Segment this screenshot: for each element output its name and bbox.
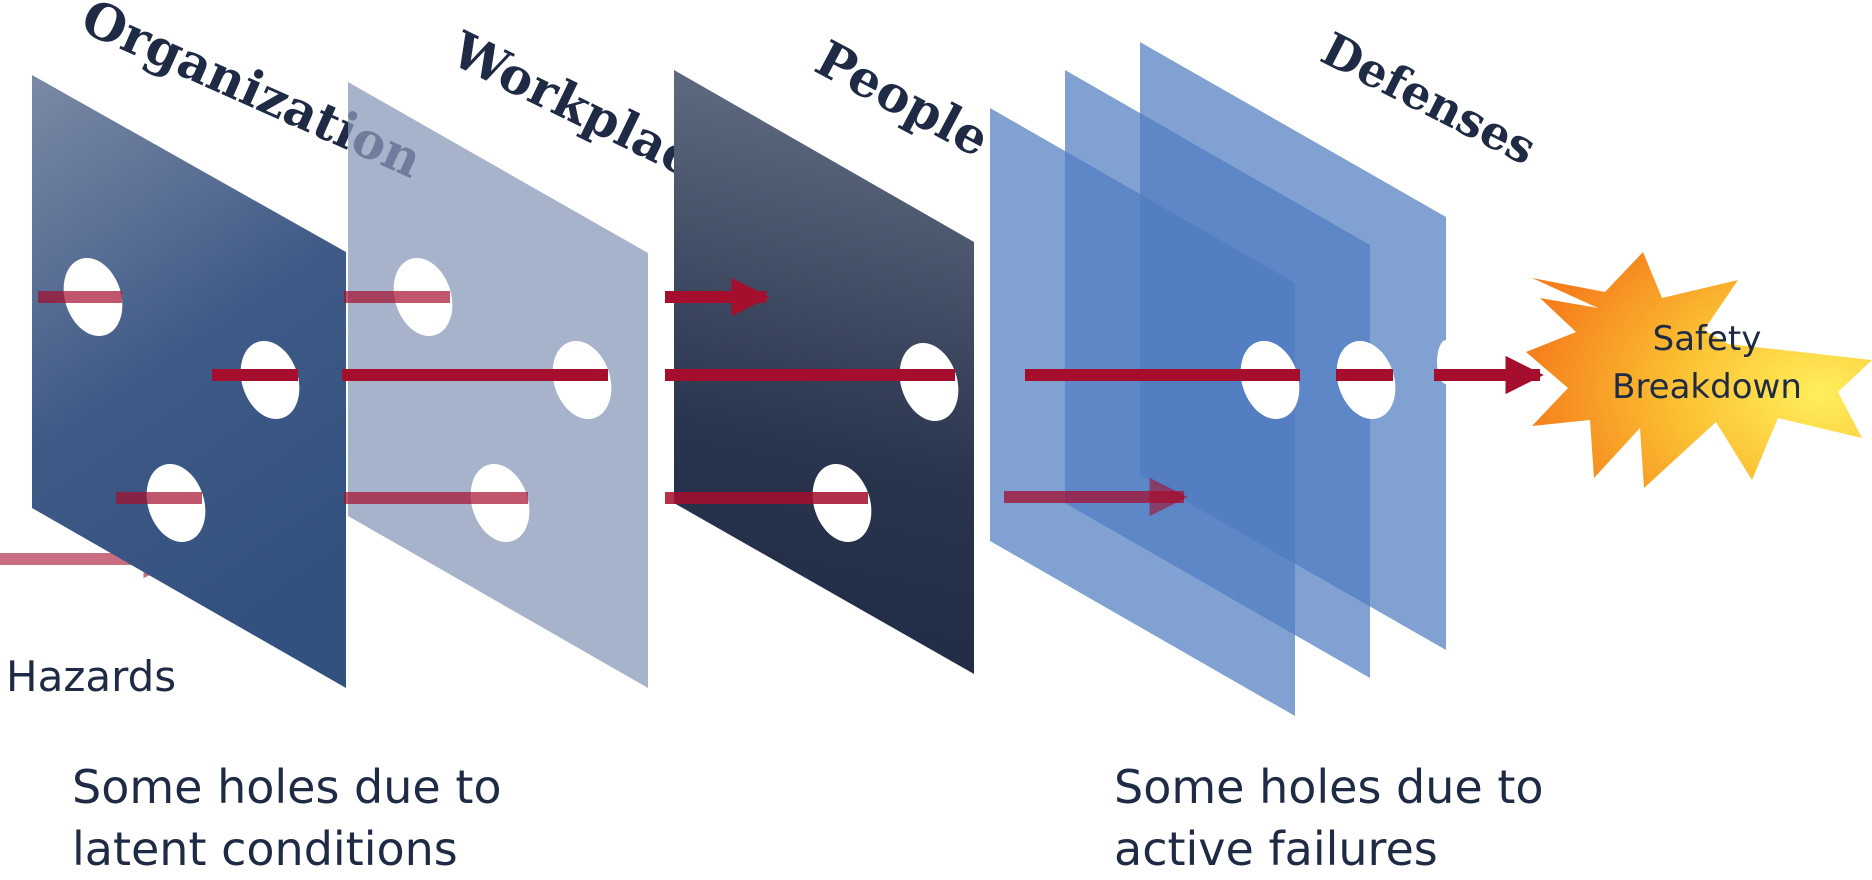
- defense-pane: [990, 108, 1295, 716]
- layer-title-people: People: [806, 29, 999, 169]
- slices-defenses: [990, 42, 1455, 716]
- active-caption-line2: active failures: [1114, 822, 1438, 876]
- safety-breakdown-label-line1: Safety: [1653, 319, 1762, 359]
- latent-caption-line1: Some holes due to: [72, 760, 502, 814]
- hole: [899, 342, 959, 422]
- latent-caption-line2: latent conditions: [72, 822, 458, 876]
- burst-shape: [1526, 252, 1872, 488]
- slice-workplace: [348, 82, 648, 688]
- safety-breakdown-burst: Safety Breakdown: [1526, 252, 1872, 488]
- slice-organization: [32, 75, 346, 688]
- hazards-label: Hazards: [6, 652, 177, 701]
- latent-conditions-caption: Some holes due to latent conditions: [72, 756, 502, 880]
- active-failures-caption: Some holes due to active failures: [1114, 756, 1544, 880]
- active-caption-line1: Some holes due to: [1114, 760, 1544, 814]
- safety-breakdown-label-line2: Breakdown: [1612, 367, 1802, 407]
- layer-title-defenses: Defenses: [1313, 22, 1545, 176]
